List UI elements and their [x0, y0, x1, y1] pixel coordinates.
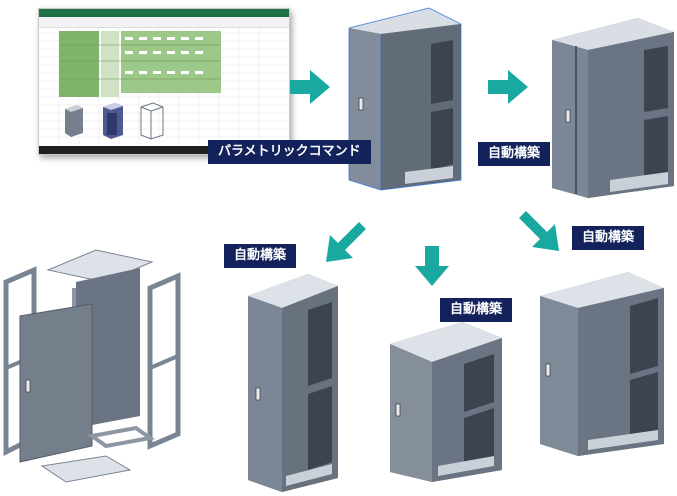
- label-parametric-command: パラメトリックコマンド: [208, 140, 371, 164]
- spreadsheet-title-bar: [39, 9, 289, 17]
- door-handle-icon: [565, 109, 571, 123]
- door-handle-icon: [395, 403, 401, 417]
- cabinet-model-selected: [348, 7, 462, 191]
- arrow-down-icon: [415, 246, 449, 286]
- label-auto-build: 自動構築: [440, 298, 513, 322]
- cabinet-model-tall: [248, 274, 338, 492]
- taskbar: [39, 146, 289, 154]
- cabinet-model-wide: [540, 272, 664, 456]
- door-handle-icon: [255, 387, 261, 401]
- door-handle-icon: [25, 379, 31, 393]
- spreadsheet-screenshot: [38, 8, 290, 155]
- arrow-down-right-icon: [519, 211, 559, 251]
- arrow-down-left-icon: [326, 222, 366, 262]
- door-handle-icon: [545, 363, 551, 377]
- label-auto-build: 自動構築: [478, 142, 551, 166]
- arrow-right-icon: [488, 70, 528, 104]
- cabinet-exploded-view: [3, 249, 181, 483]
- arrow-right-icon: [290, 70, 330, 104]
- cabinet-model-short: [390, 322, 502, 482]
- spreadsheet-ribbon: [39, 17, 289, 28]
- door-handle-icon: [358, 97, 364, 111]
- spreadsheet-grid: [39, 27, 289, 147]
- label-auto-build: 自動構築: [224, 244, 297, 268]
- label-auto-build: 自動構築: [572, 226, 645, 250]
- cabinet-model-double-door: [552, 18, 674, 198]
